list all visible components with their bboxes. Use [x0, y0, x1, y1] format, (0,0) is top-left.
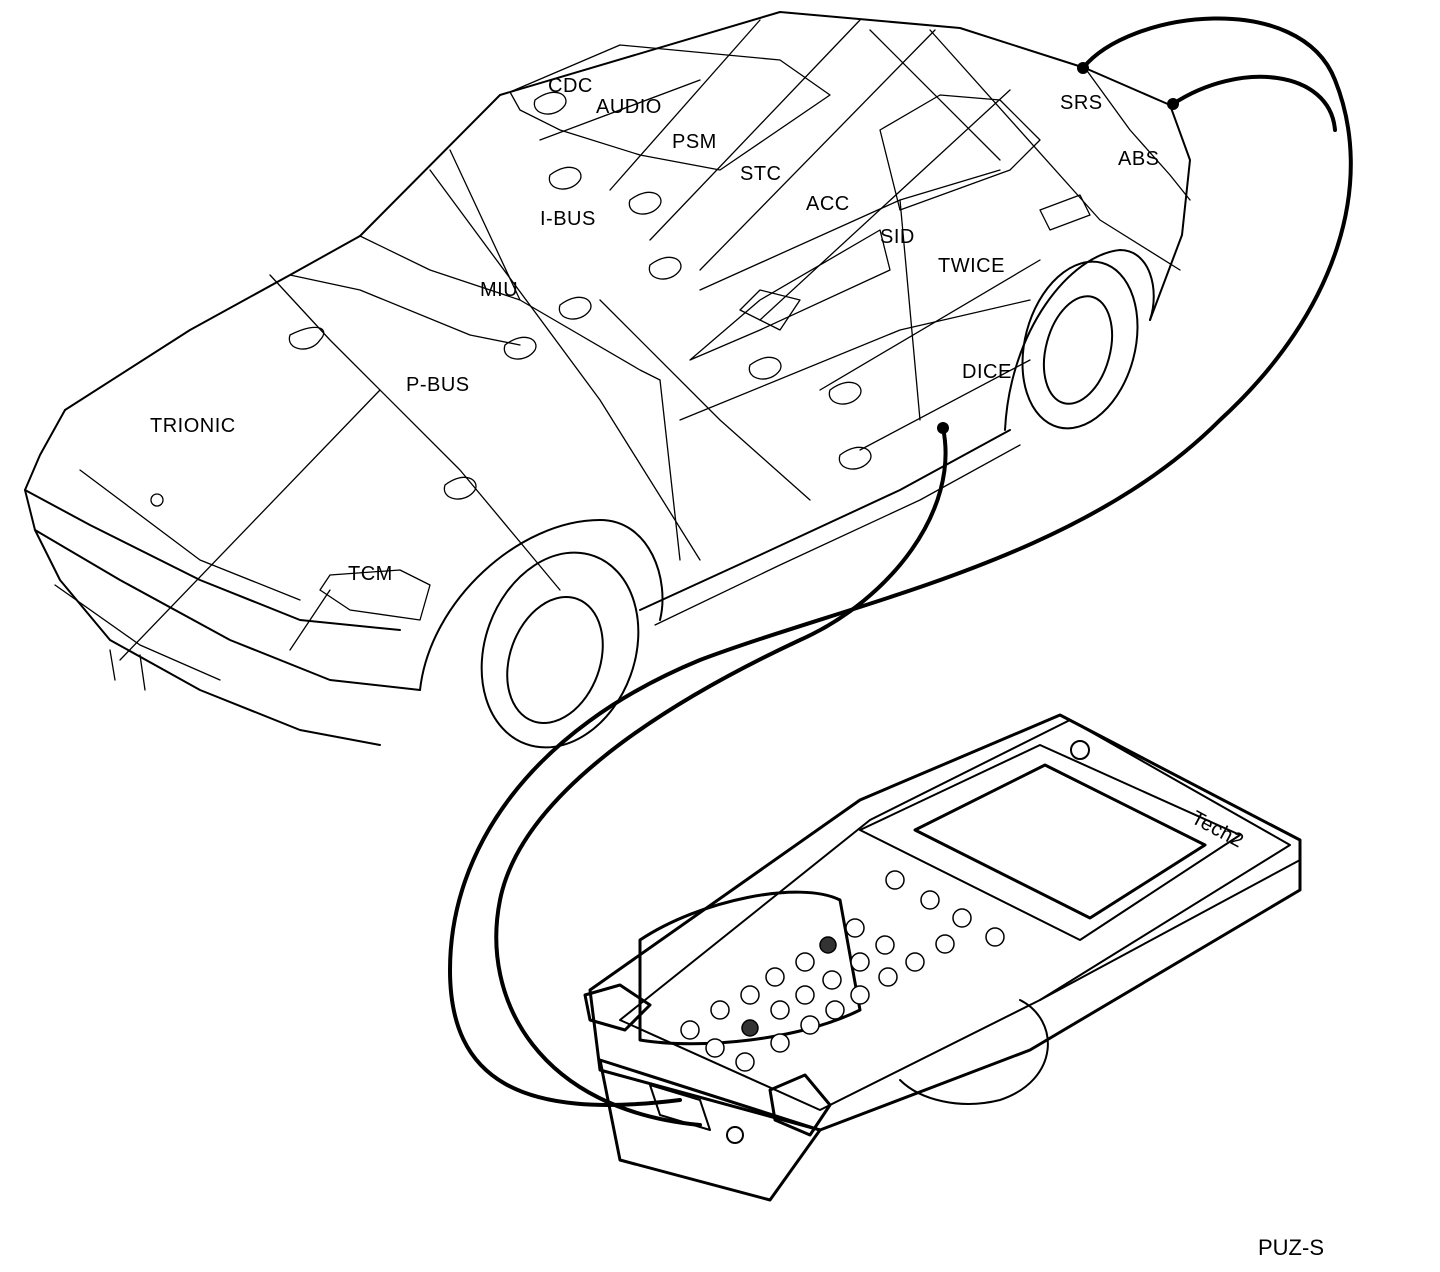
label-stc: STC — [740, 163, 782, 185]
label-sid: SID — [880, 226, 915, 248]
label-ibus: I-BUS — [540, 208, 596, 230]
keypad — [680, 870, 1005, 1072]
tester-brand: Tech2 — [1188, 807, 1248, 853]
label-dice: DICE — [962, 361, 1012, 383]
dlc-port — [649, 1084, 711, 1131]
connector-dice — [937, 422, 949, 434]
tester-logo — [1070, 740, 1090, 760]
label-pbus: P-BUS — [406, 374, 470, 396]
cable-abs — [1171, 74, 1337, 132]
label-acc: ACC — [806, 193, 850, 215]
cable-dice — [494, 426, 948, 1127]
car-outline — [24, 11, 1191, 749]
scan-tool: Tech2 — [583, 713, 1302, 1202]
label-audio: AUDIO — [596, 96, 662, 118]
module-zone-dividers — [119, 19, 1181, 661]
label-cdc: CDC — [548, 75, 593, 97]
module-labels: CDC AUDIO PSM STC I-BUS ACC SID TWICE SR… — [150, 75, 1160, 585]
connector-srs — [1077, 62, 1089, 74]
label-tcm: TCM — [348, 563, 393, 585]
label-psm: PSM — [672, 131, 717, 153]
connector-abs — [1167, 98, 1179, 110]
cable-srs — [447, 16, 1353, 1107]
label-abs: ABS — [1118, 148, 1160, 170]
diagnostic-cables — [447, 16, 1353, 1127]
figure-code: PUZ-S — [1258, 1235, 1324, 1260]
trionic-marker — [150, 493, 164, 507]
label-srs: SRS — [1060, 92, 1103, 114]
label-miu: MIU — [480, 279, 518, 301]
label-twice: TWICE — [938, 255, 1005, 277]
label-trionic: TRIONIC — [150, 415, 236, 437]
tester-screen — [913, 763, 1207, 920]
